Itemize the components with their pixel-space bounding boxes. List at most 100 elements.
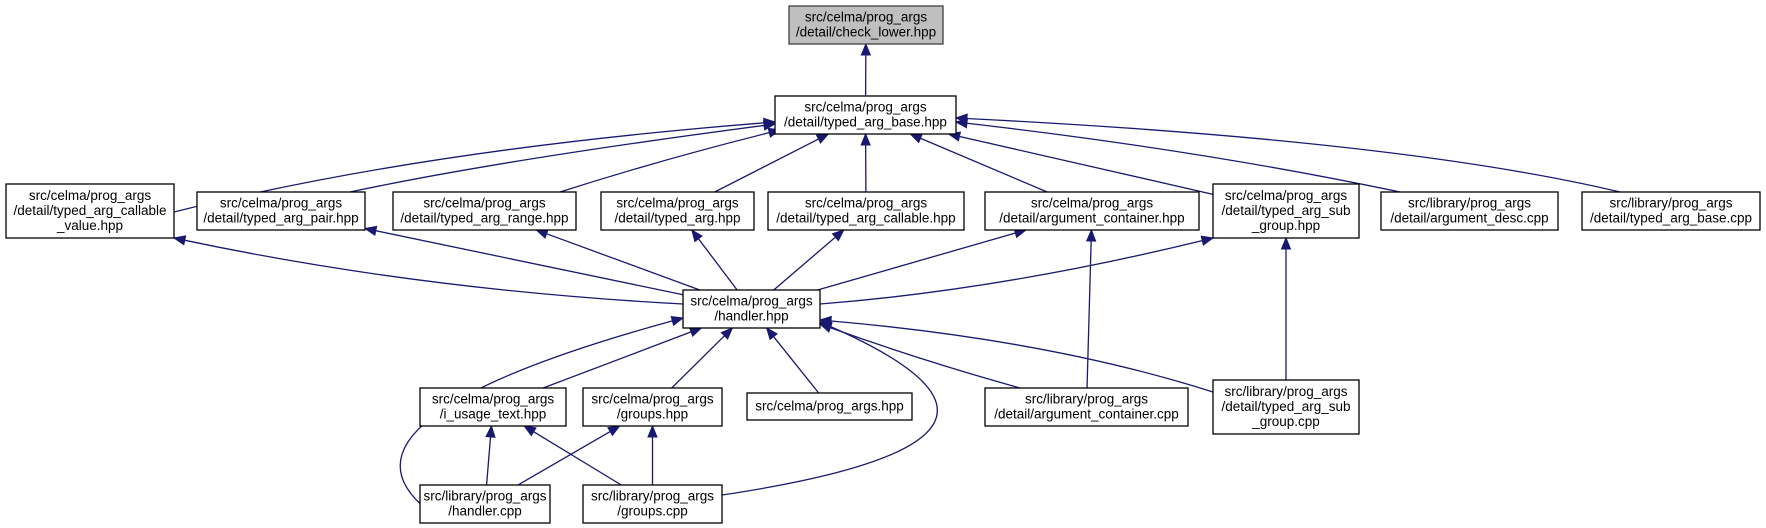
- node-label-line: /detail/check_lower.hpp: [796, 25, 936, 40]
- node-label-line: src/library/prog_args: [423, 489, 546, 504]
- node-label-line: /detail/typed_arg_base.hpp: [784, 115, 947, 130]
- node-box: [984, 191, 1200, 231]
- node-label-line: src/celma/prog_args: [690, 294, 813, 309]
- node-label-line: /detail/typed_arg_pair.hpp: [203, 211, 358, 226]
- edge-handler-cpp-to-groups-hpp-arrowhead: [607, 425, 621, 437]
- node-argument-container-cpp[interactable]: src/library/prog_args/detail/argument_co…: [984, 387, 1189, 427]
- edge-typed-arg-sub-group-hpp-to-typed-arg-base: [958, 135, 1214, 195]
- node-label-line: /detail/argument_container.hpp: [999, 211, 1184, 226]
- edge-groups-cpp-to-i-usage-text-arrowhead: [523, 425, 537, 437]
- node-label-line: src/library/prog_args: [1224, 384, 1347, 399]
- edge-handler-cpp-to-i-usage-text-arrowhead: [485, 424, 496, 438]
- node-box: [1212, 379, 1360, 435]
- edge-argument-container-cpp-to-argument-container-hpp: [1086, 239, 1092, 389]
- node-box: [984, 387, 1189, 427]
- node-typed-arg-range[interactable]: src/celma/prog_args/detail/typed_arg_ran…: [392, 191, 577, 231]
- node-label-line: src/library/prog_args: [591, 489, 714, 504]
- edge-handler-hpp-to-typed-arg-callable-value: [183, 239, 684, 305]
- edge-i-usage-text-to-handler-hpp: [542, 330, 693, 389]
- node-handler-hpp[interactable]: src/celma/prog_args/handler.hpp: [682, 289, 821, 329]
- node-label-line: src/celma/prog_args: [804, 100, 927, 115]
- edge-groups-cpp-to-handler-hpp-arrowhead: [818, 321, 833, 332]
- node-label-line: src/celma/prog_args: [432, 392, 555, 407]
- edge-handler-hpp-to-typed-arg-arrowhead: [691, 228, 703, 243]
- node-box: [1380, 191, 1559, 231]
- node-box: [746, 392, 913, 421]
- edge-groups-cpp-to-handler-hpp: [721, 325, 938, 496]
- node-i-usage-text[interactable]: src/celma/prog_args/i_usage_text.hpp: [419, 387, 567, 427]
- node-label-line: _group.cpp: [1251, 414, 1320, 429]
- node-typed-arg-base[interactable]: src/celma/prog_args/detail/typed_arg_bas…: [774, 95, 957, 135]
- node-argument-desc-cpp[interactable]: src/library/prog_args/detail/argument_de…: [1380, 191, 1559, 231]
- node-box: [392, 191, 577, 231]
- node-typed-arg-sub-group-cpp[interactable]: src/library/prog_args/detail/typed_arg_s…: [1212, 379, 1360, 435]
- edge-handler-hpp-to-typed-arg-callable-arrowhead: [831, 229, 845, 242]
- node-box: [582, 484, 723, 524]
- edge-handler-hpp-to-typed-arg-range: [545, 232, 700, 291]
- node-box: [788, 5, 944, 45]
- node-label-line: src/celma/prog_args: [1031, 196, 1154, 211]
- node-box: [1212, 183, 1360, 239]
- node-label-line: src/celma/prog_args: [29, 188, 152, 203]
- node-handler-cpp[interactable]: src/library/prog_args/handler.cpp: [419, 484, 551, 524]
- node-label-line: /detail/argument_desc.cpp: [1390, 211, 1548, 226]
- node-label-line: /detail/argument_container.cpp: [994, 407, 1179, 422]
- edge-typed-arg-base-to-check-lower-arrowhead: [860, 42, 872, 56]
- node-typed-arg[interactable]: src/celma/prog_args/detail/typed_arg.hpp: [600, 191, 755, 231]
- node-check-lower[interactable]: src/celma/prog_args/detail/check_lower.h…: [788, 5, 944, 45]
- node-label-line: src/celma/prog_args.hpp: [755, 399, 904, 414]
- node-typed-arg-callable[interactable]: src/celma/prog_args/detail/typed_arg_cal…: [767, 191, 965, 231]
- edge-groups-cpp-to-i-usage-text: [532, 430, 622, 486]
- edge-argument-container-cpp-to-handler-hpp: [829, 326, 1021, 389]
- node-box: [582, 387, 723, 427]
- node-prog-args-hpp[interactable]: src/celma/prog_args.hpp: [746, 392, 913, 421]
- edge-typed-arg-base-cpp-to-typed-arg-base-arrowhead: [954, 113, 968, 124]
- edge-prog-args-hpp-to-handler-hpp-arrowhead: [765, 326, 778, 341]
- node-label-line: /detail/typed_arg.hpp: [614, 211, 740, 226]
- edge-handler-cpp-to-groups-hpp: [517, 430, 612, 486]
- edge-typed-arg-sub-group-cpp-to-typed-arg-sub-group-hpp-arrowhead: [1280, 236, 1292, 250]
- edge-prog-args-hpp-to-handler-hpp: [772, 335, 820, 394]
- edge-handler-cpp-to-handler-hpp-arrowhead: [670, 315, 685, 327]
- edges-layer: [172, 42, 1621, 513]
- edge-i-usage-text-to-handler-hpp-arrowhead: [688, 327, 703, 337]
- node-label-line: /detail/typed_arg_range.hpp: [400, 211, 568, 226]
- node-label-line: src/celma/prog_args: [591, 392, 714, 407]
- edge-typed-arg-range-to-typed-arg-base: [559, 131, 771, 193]
- edge-handler-hpp-to-typed-arg: [697, 237, 738, 291]
- node-label-line: /groups.hpp: [617, 407, 688, 422]
- node-label-line: src/celma/prog_args: [805, 196, 928, 211]
- node-label-line: src/library/prog_args: [1609, 196, 1732, 211]
- edge-groups-hpp-to-handler-hpp-arrowhead: [720, 327, 734, 340]
- node-label-line: /detail/typed_arg_callable.hpp: [776, 211, 955, 226]
- edge-handler-hpp-to-typed-arg-pair: [374, 229, 684, 296]
- edge-typed-arg-sub-group-cpp-to-handler-hpp: [829, 320, 1214, 393]
- edge-typed-arg-to-typed-arg-base: [714, 137, 820, 193]
- node-groups-hpp[interactable]: src/celma/prog_args/groups.hpp: [582, 387, 723, 427]
- node-label-line: src/celma/prog_args: [616, 196, 739, 211]
- node-argument-container-hpp[interactable]: src/celma/prog_args/detail/argument_cont…: [984, 191, 1200, 231]
- edge-typed-arg-base-cpp-to-typed-arg-base: [965, 117, 1621, 193]
- node-box: [419, 484, 551, 524]
- node-typed-arg-base-cpp[interactable]: src/library/prog_args/detail/typed_arg_b…: [1581, 191, 1761, 231]
- edge-handler-cpp-to-i-usage-text: [485, 435, 492, 486]
- node-box: [419, 387, 567, 427]
- node-groups-cpp[interactable]: src/library/prog_args/groups.cpp: [582, 484, 723, 524]
- node-box: [5, 183, 175, 239]
- edge-argument-container-hpp-to-typed-arg-base-arrowhead: [909, 133, 923, 144]
- node-box: [1581, 191, 1761, 231]
- node-typed-arg-callable-value[interactable]: src/celma/prog_args/detail/typed_arg_cal…: [5, 183, 175, 239]
- node-label-line: /detail/typed_arg_base.cpp: [1590, 211, 1752, 226]
- node-label-line: /detail/typed_arg_sub: [1221, 203, 1350, 218]
- node-box: [682, 289, 821, 329]
- edge-argument-desc-cpp-to-typed-arg-base: [965, 122, 1401, 193]
- edge-typed-arg-pair-to-typed-arg-base: [349, 124, 766, 193]
- node-typed-arg-pair[interactable]: src/celma/prog_args/detail/typed_arg_pai…: [196, 191, 366, 231]
- node-label-line: /detail/typed_arg_sub: [1221, 399, 1350, 414]
- edge-handler-hpp-to-typed-arg-callable-value-arrowhead: [172, 235, 187, 246]
- node-typed-arg-sub-group-hpp[interactable]: src/celma/prog_args/detail/typed_arg_sub…: [1212, 183, 1360, 239]
- node-label-line: /detail/typed_arg_callable: [13, 203, 166, 218]
- node-label-line: _value.hpp: [56, 218, 123, 233]
- edge-handler-hpp-to-typed-arg-range-arrowhead: [535, 229, 549, 239]
